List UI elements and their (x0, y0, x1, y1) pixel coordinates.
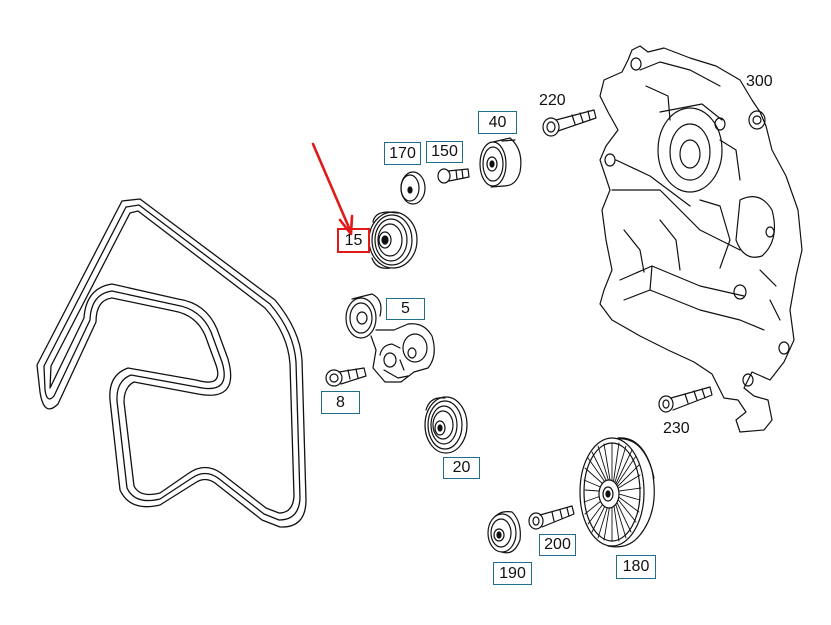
part-170-cap (400, 171, 426, 205)
callout-180: 180 (616, 555, 656, 579)
callout-230: 230 (663, 420, 690, 437)
callout-200: 200 (539, 534, 576, 556)
part-8-bolt (325, 367, 367, 387)
part-150-bolt (437, 168, 470, 184)
callout-8: 8 (321, 391, 360, 414)
part-230-bolt (658, 386, 713, 413)
callout-150: 150 (426, 141, 463, 163)
callout-300: 300 (746, 73, 773, 90)
belt (36, 198, 307, 528)
callout-40: 40 (478, 111, 517, 134)
callout-15-highlighted: 15 (337, 228, 370, 253)
part-20-pulley (424, 396, 468, 454)
part-300-housing (599, 45, 803, 433)
callout-20: 20 (443, 457, 480, 479)
part-200-bolt (528, 505, 575, 530)
callout-170: 170 (384, 142, 421, 165)
part-180-pulley (579, 437, 655, 548)
callout-220: 220 (539, 92, 566, 109)
part-15-pulley (368, 211, 418, 269)
red-arrow-icon (311, 142, 354, 236)
callout-5: 5 (386, 298, 425, 320)
part-220-bolt (542, 109, 597, 137)
part-5-tensioner (345, 293, 435, 383)
callout-190: 190 (493, 562, 532, 585)
part-40-pulley (479, 137, 522, 188)
part-190-cap (487, 511, 521, 554)
